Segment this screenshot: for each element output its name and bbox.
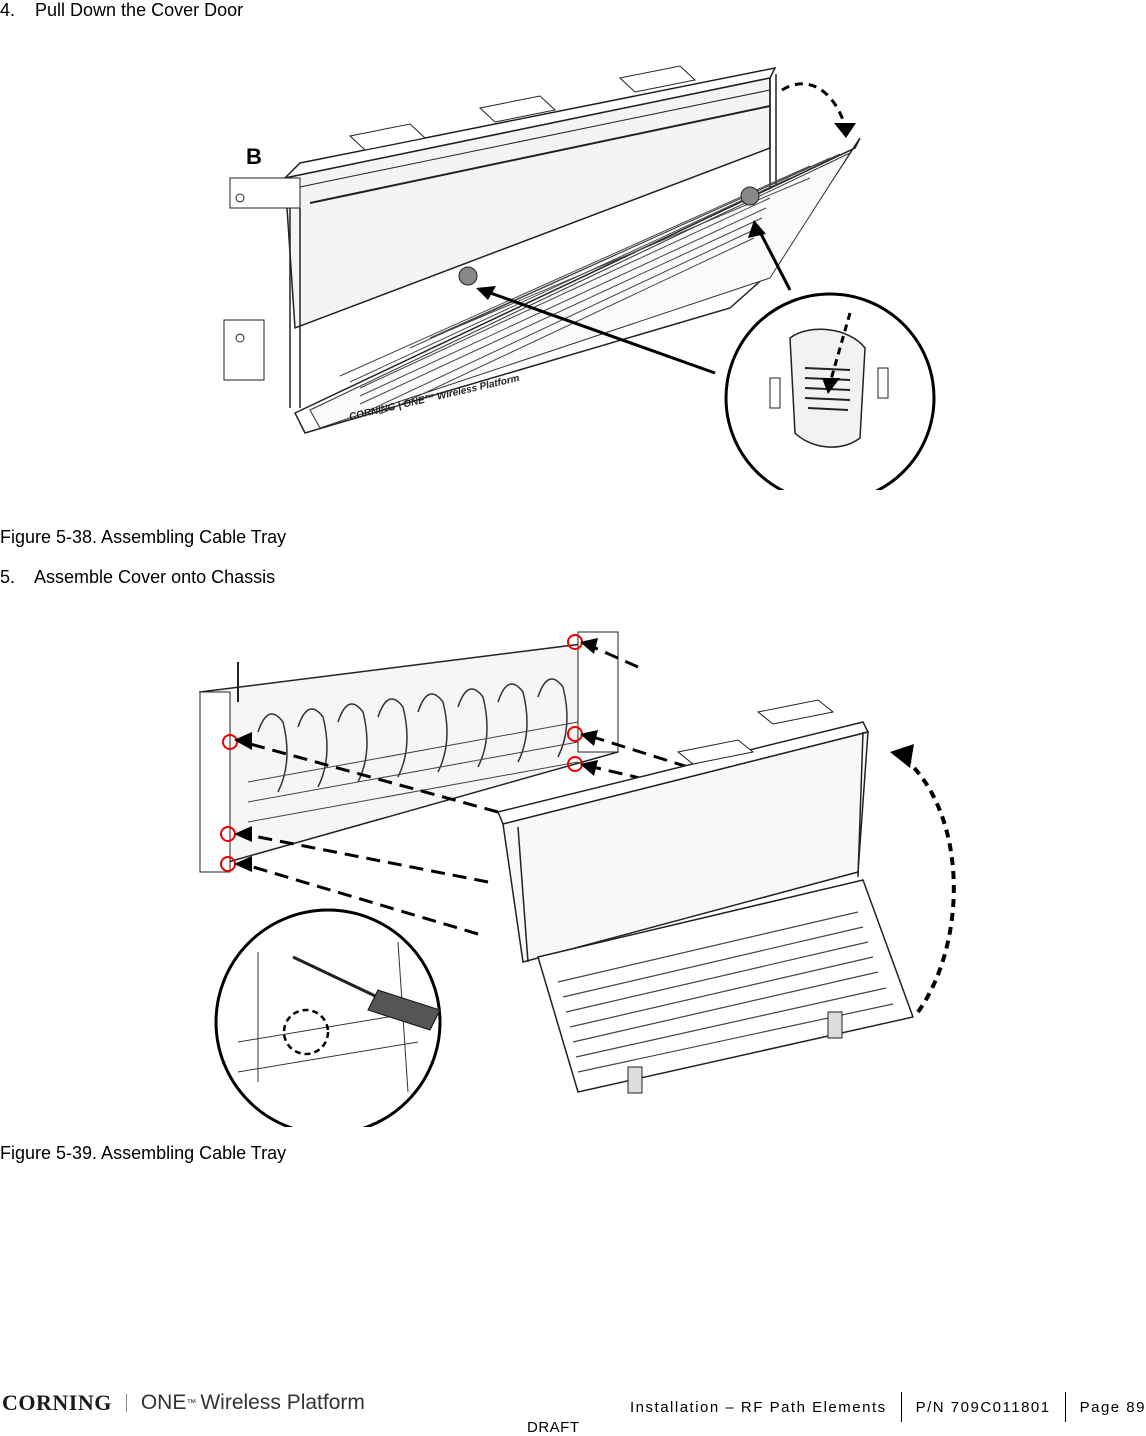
cover-onto-chassis-figure (199, 631, 956, 1127)
logo-one-text: ONE (140, 1391, 187, 1414)
step-5-heading: 5. Assemble Cover onto Chassis (0, 567, 276, 587)
footer-page-number: Page 89 (1079, 1398, 1146, 1416)
figure-label-b: B (246, 144, 262, 169)
footer-meta: Installation – RF Path Elements P/N 709C… (630, 1392, 1146, 1422)
figure-5-39-caption: Figure 5-39. Assembling Cable Tray (0, 1143, 287, 1163)
draft-watermark: DRAFT (527, 1419, 580, 1436)
logo-platform-text: Wireless Platform (200, 1391, 365, 1414)
footer-part-number: P/N 709C011801 (915, 1398, 1051, 1416)
cable-tray-cover-door-figure: B CORNING | ONE™ Wireless Platform (223, 65, 936, 490)
corning-one-logo: CORNING ONE ™ Wireless Platform (2, 1388, 365, 1418)
logo-trademark: ™ (186, 1397, 197, 1409)
logo-separator (125, 1394, 127, 1412)
logo-corning-text: CORNING (2, 1390, 112, 1415)
step-4-heading: 4. Pull Down the Cover Door (0, 0, 244, 20)
figure-5-38-caption: Figure 5-38. Assembling Cable Tray (0, 527, 287, 547)
footer-divider (900, 1392, 902, 1422)
footer-section: Installation – RF Path Elements (630, 1398, 887, 1416)
footer-divider (1064, 1392, 1066, 1422)
page-footer: CORNING ONE ™ Wireless Platform Installa… (0, 1388, 1146, 1422)
